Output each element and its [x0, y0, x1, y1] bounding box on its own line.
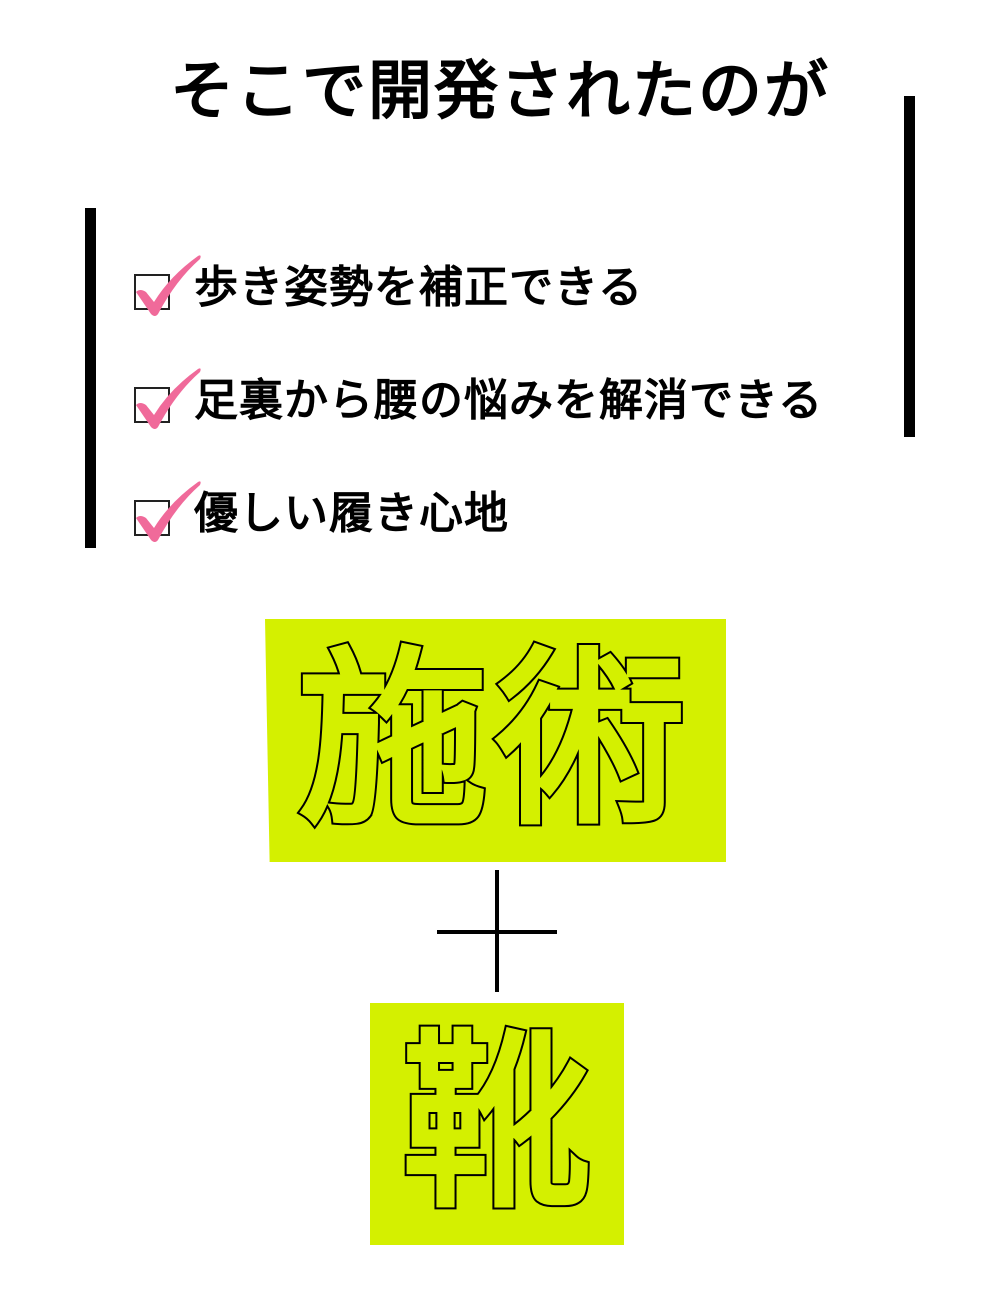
right-accent-bar [904, 96, 915, 437]
checkbox-checked-icon [130, 480, 201, 542]
checklist-item-label: 歩き姿勢を補正できる [194, 261, 644, 313]
left-accent-bar [85, 208, 96, 548]
checklist-item: 足裏から腰の悩みを解消できる [130, 335, 823, 448]
checklist-item-label: 優しい履き心地 [194, 487, 509, 539]
feature-checklist: 歩き姿勢を補正できる 足裏から腰の悩みを解消できる 優しい履き心地 [130, 222, 823, 561]
checklist-item: 歩き姿勢を補正できる [130, 222, 823, 335]
shoes-highlight-box: 靴 [370, 1003, 624, 1245]
page-heading: そこで開発されたのが [170, 55, 830, 129]
checklist-item: 優しい履き心地 [130, 448, 823, 561]
checkbox-checked-icon [130, 254, 201, 316]
treatment-highlight-box: 施術 [265, 619, 726, 862]
plus-icon [437, 870, 557, 992]
shoes-label: 靴 [400, 1013, 594, 1234]
checklist-item-label: 足裏から腰の悩みを解消できる [194, 374, 824, 426]
checkbox-checked-icon [130, 367, 201, 429]
treatment-label: 施術 [295, 629, 694, 851]
